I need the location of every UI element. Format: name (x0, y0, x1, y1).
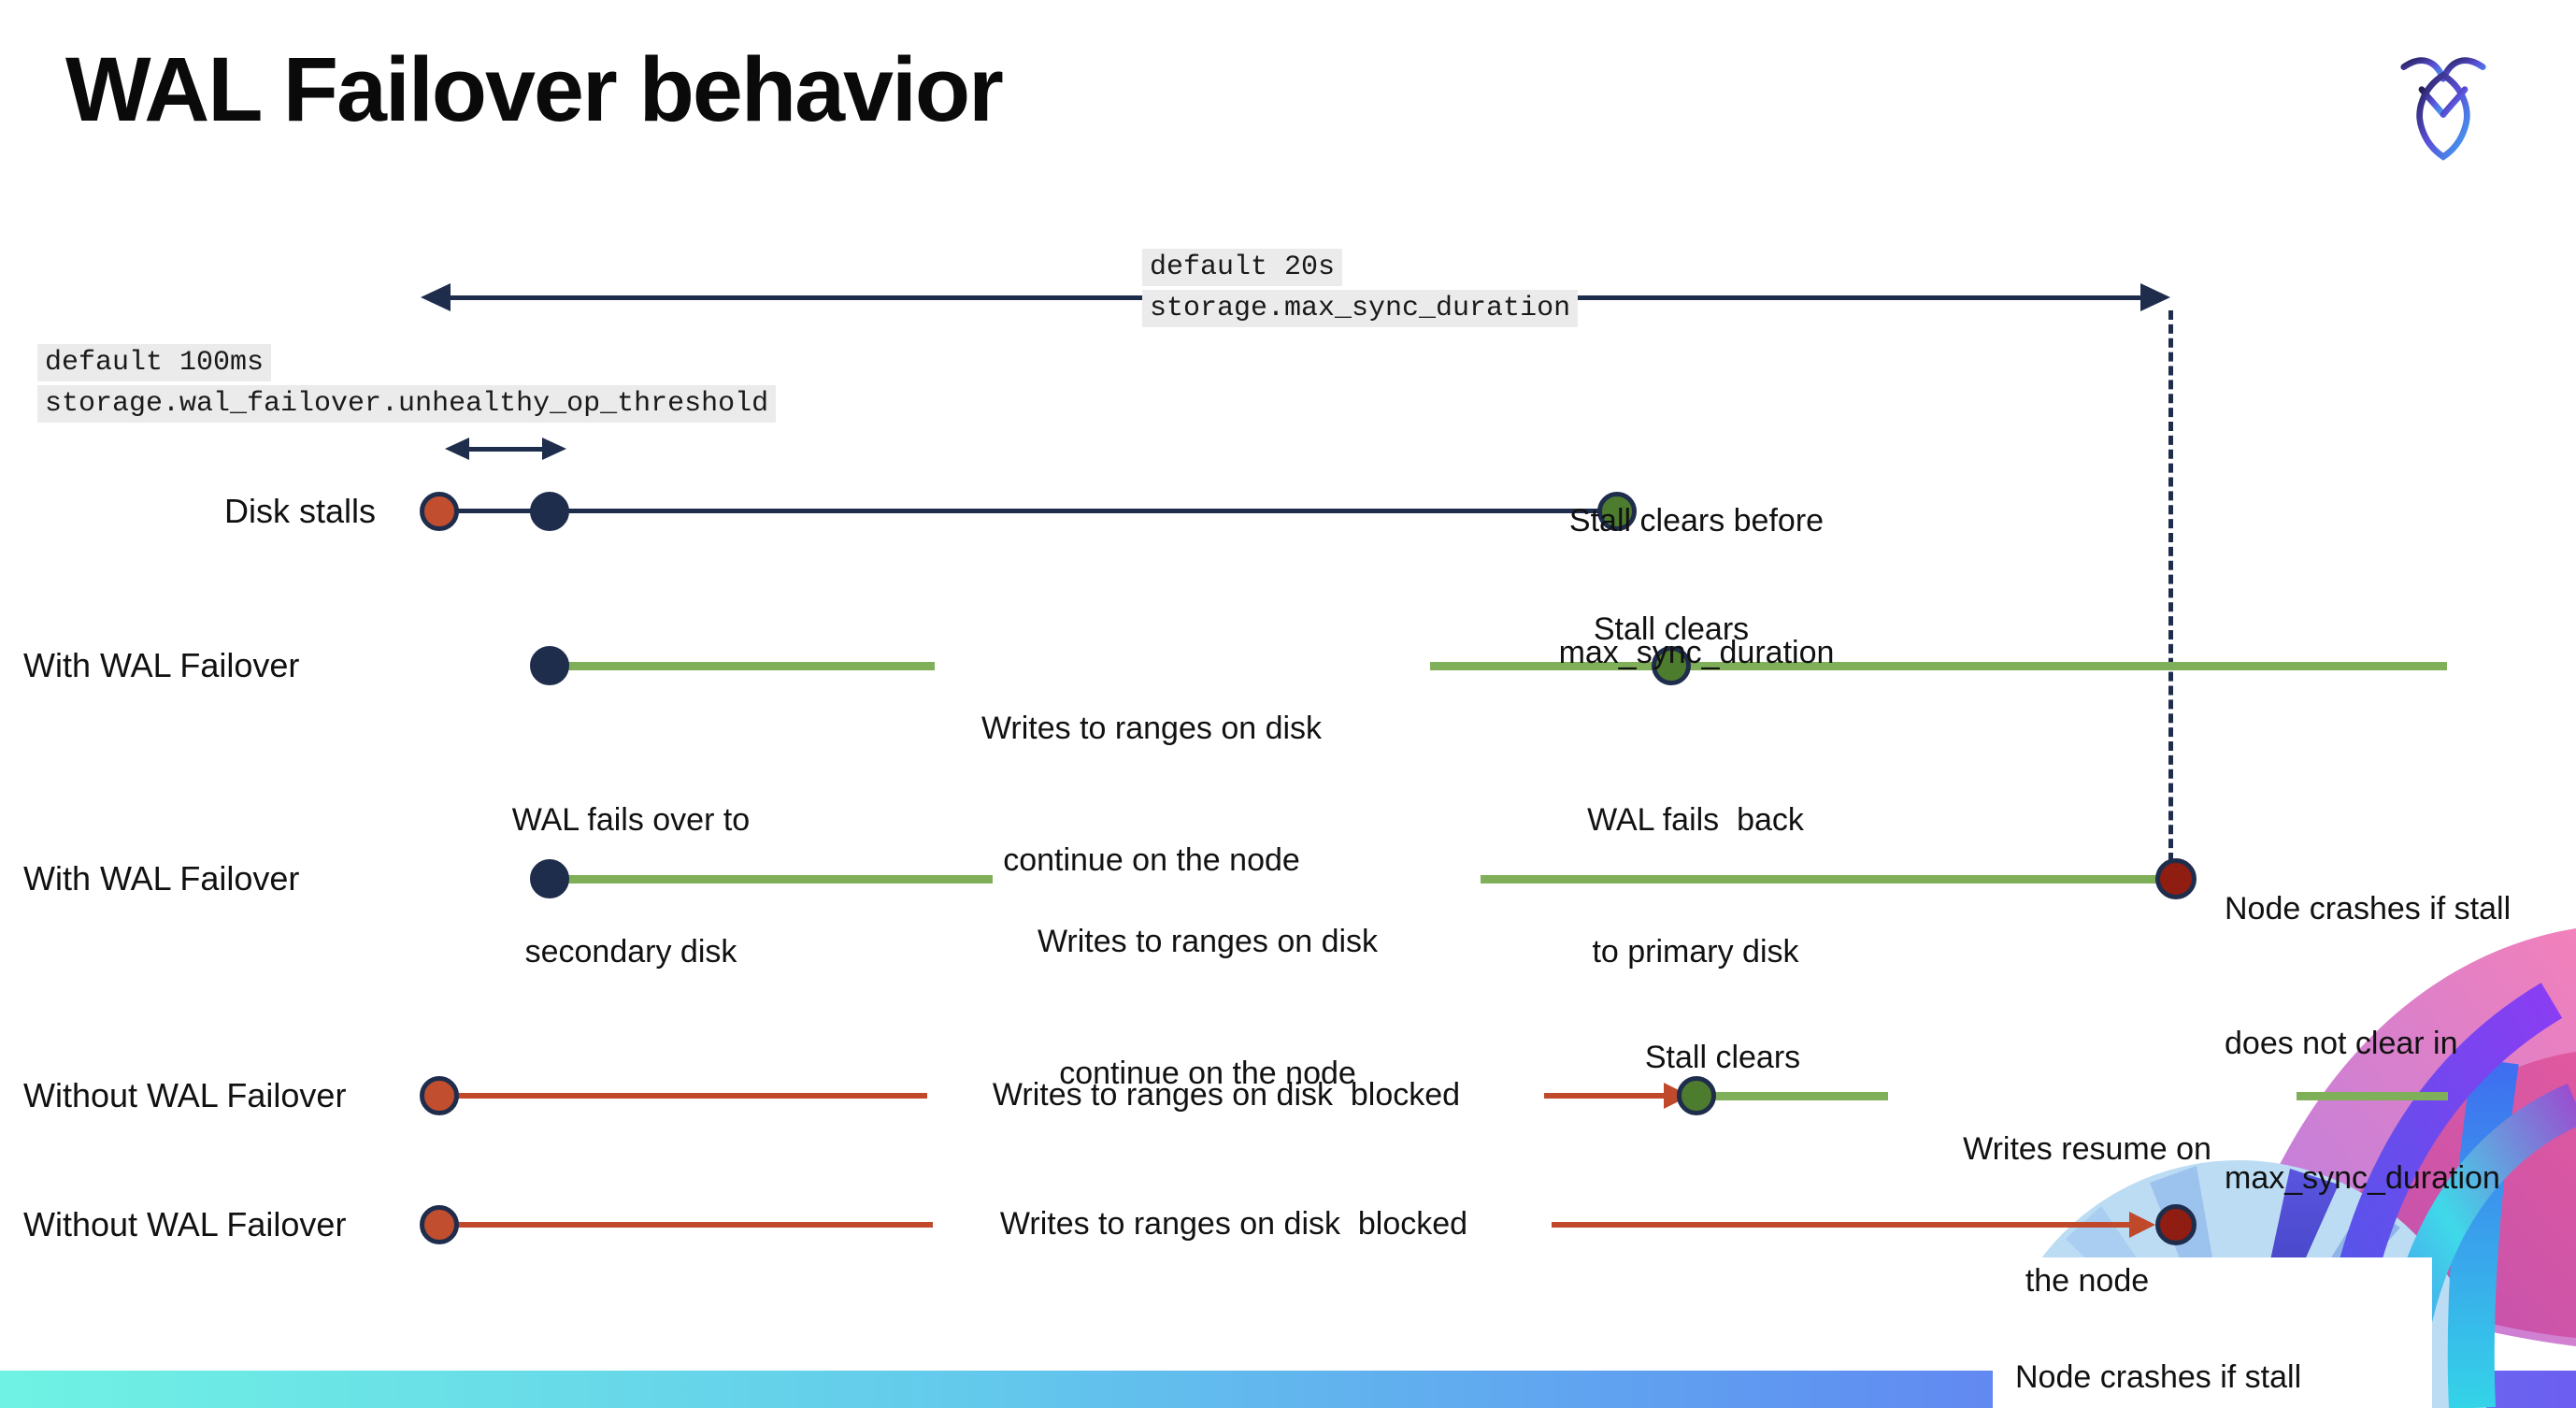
writes-blocked-note: Writes to ranges on disk blocked (992, 1077, 1461, 1113)
row-label-with-wal-failover-1: With WAL Failover (23, 646, 300, 684)
row-label-disk-stalls: Disk stalls (224, 492, 377, 530)
stall-start-dot (420, 1205, 459, 1244)
healthy-writes-line (561, 875, 993, 884)
blocked-writes-line (454, 1093, 927, 1099)
stall-start-dot (420, 1076, 459, 1115)
max-sync-default-value: default 20s (1142, 249, 1343, 286)
stall-clear-dot (1677, 1076, 1716, 1115)
max-sync-duration-label: default 20s storage.max_sync_duration (1142, 249, 1579, 331)
crash-dot (2155, 858, 2197, 899)
stall-clears-note: Stall clears (1593, 611, 1750, 647)
arrowhead-right-icon (2129, 1212, 2155, 1238)
resumed-writes-line (1710, 1092, 1888, 1100)
healthy-writes-line (561, 662, 935, 670)
writes-continue-note: Writes to ranges on disk continue on the… (1037, 924, 1379, 1091)
max-sync-dashed-line (2168, 310, 2173, 862)
fails-back-note: WAL fails back to primary disk (1587, 802, 1804, 970)
unhealthy-op-threshold-label: default 100ms storage.wal_failover.unhea… (37, 344, 777, 426)
cockroachdb-logo-icon (2398, 47, 2488, 163)
writes-resume-note: Writes resume on the node (1963, 1131, 2211, 1299)
node-crash-note: Node crashes if stall does not clear in … (2225, 891, 2512, 1196)
arrowhead-right-icon (542, 438, 566, 460)
row-label-without-wal-failover-1: Without WAL Failover (23, 1076, 347, 1114)
max-sync-setting-name: storage.max_sync_duration (1142, 290, 1579, 327)
arrowhead-right-icon (2140, 283, 2170, 311)
healthy-writes-line (1481, 875, 2165, 884)
disk-stall-timeline-line (439, 509, 1617, 513)
writes-blocked-note: Writes to ranges on disk blocked (999, 1206, 1468, 1242)
failover-dot (530, 859, 569, 898)
row-label-with-wal-failover-2: With WAL Failover (23, 859, 300, 898)
stall-start-dot (420, 492, 459, 531)
arrowhead-left-icon (421, 283, 451, 311)
failover-dot (530, 646, 569, 685)
row-label-without-wal-failover-2: Without WAL Failover (23, 1205, 347, 1243)
arrowhead-left-icon (445, 438, 469, 460)
blocked-writes-line (454, 1222, 933, 1228)
writes-continue-note: Writes to ranges on disk continue on the… (980, 711, 1323, 878)
blocked-writes-line (1552, 1222, 2129, 1228)
failover-threshold-dot (530, 492, 569, 531)
node-crash-note: Node crashes if stall does not clear in … (2015, 1359, 2302, 1395)
threshold-default-value: default 100ms (37, 344, 272, 381)
healthy-writes-line (1430, 662, 2447, 670)
blocked-writes-line (1544, 1093, 1664, 1099)
stall-clears-before-note: Stall clears before max_sync_duration (1558, 503, 1835, 670)
resumed-writes-line (2297, 1092, 2448, 1100)
stall-clears-note: Stall clears (1644, 1040, 1801, 1075)
threshold-arrow-line (464, 447, 546, 452)
fails-over-note: WAL fails over to secondary disk (511, 802, 751, 970)
stall-clear-dot (1652, 646, 1691, 685)
crash-note-box (1993, 1257, 2432, 1408)
threshold-setting-name: storage.wal_failover.unhealthy_op_thresh… (37, 385, 777, 423)
crash-dot (2155, 1204, 2197, 1245)
page-title: WAL Failover behavior (65, 38, 1004, 140)
stall-clear-dot (1597, 492, 1637, 531)
